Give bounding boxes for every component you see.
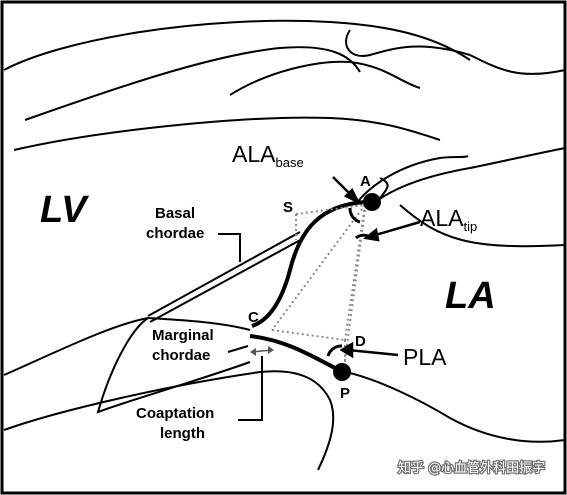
mid-wall [13,116,441,151]
label-basal-line1: Basal [155,205,195,222]
label-point-s: S [283,199,293,216]
dotted-c-d [271,329,346,341]
top-right-wall [469,54,566,76]
coaptation-arrow-left [250,348,256,356]
label-ala-base: ALAbase [232,141,304,170]
arrow-ala-tip-head [363,227,380,242]
posterior-leaflet [249,334,336,370]
lv-wall-left [3,317,149,376]
label-point-c: C [248,309,259,326]
label-pla: PLA [403,344,447,370]
label-lv: LV [40,189,89,231]
basal-chordae-line-2 [149,237,305,323]
marginal-chordae-leader [227,345,249,353]
angle-arc-ala-base [348,207,361,224]
upper-wall-segment [229,60,421,96]
arrow-ala-base-head [343,187,361,205]
la-wall-anterior [377,147,566,201]
label-ala-tip: ALAtip [420,205,477,234]
label-basal-line2: chordae [146,225,204,242]
label-point-p: P [340,385,350,402]
arrow-pla-head [339,341,354,359]
top-contour-outer [3,19,471,71]
basal-chordae-leader [218,233,241,262]
label-marginal-line2: chordae [152,347,210,364]
label-coapt-line2: length [160,425,205,442]
label-point-a: A [360,173,371,190]
label-la: LA [445,275,496,317]
watermark-text: 知乎 @心血管外科田振宇 [398,460,545,476]
label-point-d: D [355,333,366,350]
dotted-s-a [295,204,366,215]
arrow-ala-tip-shaft [371,220,421,238]
coaptation-leader [238,356,263,421]
arrow-pla-shaft [347,348,399,357]
papillary-muscle-upper [147,317,251,331]
angle-arc-pla [326,344,343,357]
annulus-anterior-upper [354,155,469,206]
anterior-leaflet [251,200,366,328]
label-coapt-line1: Coaptation [136,405,214,422]
top-right-curl [345,29,471,57]
basal-chordae-line-1 [147,231,301,317]
top-contour-inner [24,46,361,121]
label-marginal-line1: Marginal [152,327,214,344]
papillary-muscle-lower [96,317,251,414]
arrows [332,176,421,359]
la-wall-posterior [345,371,566,443]
point-p-dot [333,363,351,381]
la-contour-right [399,204,566,248]
coaptation-arrow-right [268,346,274,354]
dotted-a-c [271,204,366,331]
point-a-dot [363,193,381,211]
lv-wall-lower [3,370,335,471]
